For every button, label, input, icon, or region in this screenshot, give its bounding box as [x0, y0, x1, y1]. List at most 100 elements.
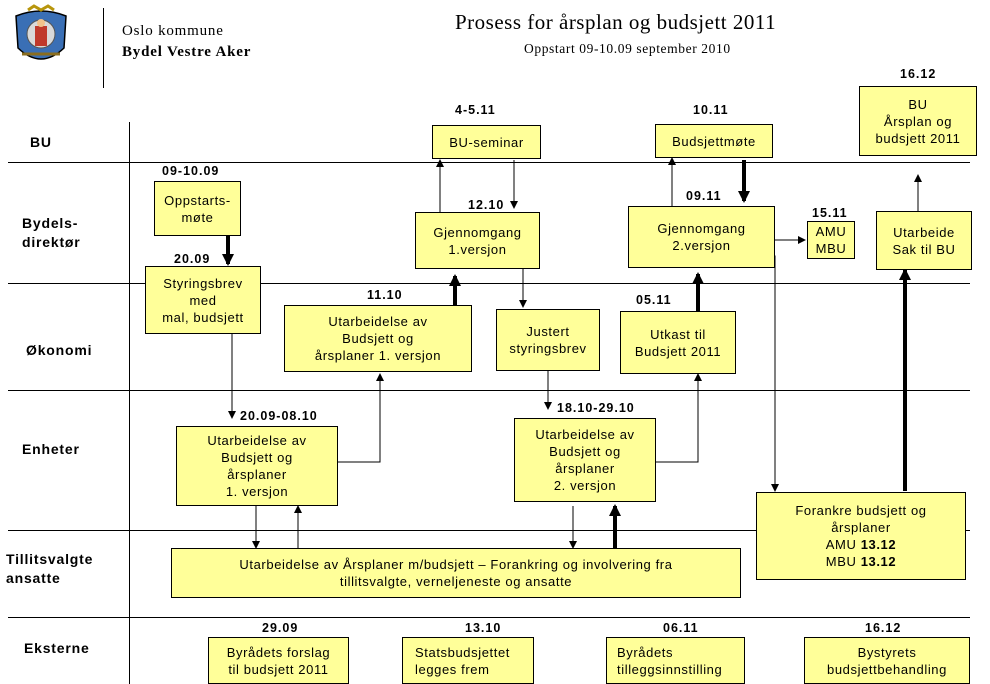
- mbu-date: 13.12: [860, 554, 897, 569]
- lane-eksterne: Eksterne: [24, 640, 90, 656]
- byradet-tillegg-box: Byrådets tilleggsinnstilling: [606, 637, 745, 684]
- box-text: MBU: [815, 241, 847, 256]
- oslo-coat-of-arms-icon: [15, 4, 67, 60]
- box-text: 2. versjon: [553, 478, 617, 493]
- lane-enheter: Enheter: [22, 441, 80, 457]
- bystyret-box: Bystyrets budsjettbehandling: [804, 637, 970, 684]
- lane-divider: [8, 390, 970, 391]
- box-text: AMU 13.12: [826, 536, 896, 553]
- date-label: 18.10-29.10: [557, 401, 635, 415]
- box-text: Bystyrets: [857, 645, 917, 660]
- utkast-budsjett-box: Utkast til Budsjett 2011: [620, 311, 736, 374]
- box-text: Gjennomgang: [657, 221, 746, 236]
- enheter-v1-box: Utarbeidelse av Budsjett og årsplaner 1.…: [176, 426, 338, 506]
- amu-date: 13.12: [860, 537, 897, 552]
- box-text: 1.versjon: [448, 241, 507, 257]
- box-text: årsplaner: [555, 461, 615, 476]
- box-text: Utarbeidelse av Årsplaner m/budsjett – F…: [239, 557, 673, 572]
- box-text: BU: [908, 96, 928, 112]
- page-subtitle: Oppstart 09-10.09 september 2010: [524, 41, 731, 56]
- box-text: Budsjett og: [342, 331, 414, 346]
- box-text: Statsbudsjettet: [415, 645, 510, 660]
- lane-divider: [8, 617, 970, 618]
- date-label: 16.12: [865, 621, 902, 635]
- oppstartsmote-box: Oppstarts- møte: [154, 181, 241, 236]
- justert-styringsbrev-box: Justert styringsbrev: [496, 309, 600, 371]
- box-text: årsplaner 1. versjon: [314, 348, 442, 363]
- date-label: 09-10.09: [162, 164, 220, 178]
- date-label: 12.10: [468, 198, 505, 212]
- date-label: 05.11: [636, 293, 672, 307]
- date-label: 11.10: [367, 288, 403, 302]
- box-text: BU-seminar: [449, 134, 524, 150]
- box-text: Utarbeide: [893, 224, 955, 240]
- date-label: 13.10: [465, 621, 502, 635]
- district-name: Bydel Vestre Aker: [122, 44, 252, 60]
- lane-divider: [8, 162, 970, 163]
- box-text: budsjett 2011: [875, 130, 961, 146]
- utarbeidelse-okonomi-box: Utarbeidelse av Budsjett og årsplaner 1.…: [284, 305, 472, 372]
- box-text: Gjennomgang: [433, 224, 522, 240]
- box-text: Årsplan og: [883, 113, 953, 129]
- box-text: Utarbeidelse av: [207, 433, 307, 448]
- amu-mbu-box: AMU MBU: [807, 221, 855, 259]
- lane-direktor: Bydels- direktør: [22, 214, 81, 252]
- org-name: Oslo kommune: [122, 23, 224, 39]
- box-text: møte: [181, 209, 214, 225]
- date-label: 16.12: [900, 67, 937, 81]
- box-text: mal, budsjett: [162, 309, 244, 325]
- date-label: 20.09-08.10: [240, 409, 318, 423]
- logo: [8, 4, 74, 72]
- gjennomgang2-box: Gjennomgang 2.versjon: [628, 206, 775, 268]
- page-title: Prosess for årsplan og budsjett 2011: [455, 10, 777, 34]
- date-label: 4-5.11: [455, 103, 496, 117]
- box-text: styringsbrev: [509, 341, 587, 356]
- box-text: Sak til BU: [892, 241, 956, 257]
- box-text: 1. versjon: [225, 484, 289, 499]
- box-text: tillitsvalgte, verneljeneste og ansatte: [339, 574, 573, 589]
- date-label: 20.09: [174, 252, 211, 266]
- box-text: Budsjett og: [549, 444, 621, 459]
- statsbudsjett-box: Statsbudsjettet legges frem: [402, 637, 534, 684]
- box-text: årsplaner: [831, 520, 891, 535]
- lane-direktor-line: Bydels-: [22, 215, 79, 231]
- box-text: Justert: [526, 324, 570, 339]
- forankre-box: Forankre budsjett og årsplaner AMU 13.12…: [756, 492, 966, 580]
- box-text: 2.versjon: [672, 238, 731, 253]
- amu-label: AMU: [825, 537, 857, 552]
- date-label: 29.09: [262, 621, 299, 635]
- box-text: Budsjettmøte: [672, 133, 756, 149]
- bu-seminar-box: BU-seminar: [432, 125, 541, 159]
- box-text: Forankre budsjett og: [795, 503, 927, 518]
- box-text: årsplaner: [227, 467, 287, 482]
- styringsbrev-box: Styringsbrev med mal, budsjett: [145, 266, 261, 334]
- box-text: til budsjett 2011: [228, 662, 329, 677]
- tillit-box: Utarbeidelse av Årsplaner m/budsjett – F…: [171, 548, 741, 598]
- box-text: budsjettbehandling: [827, 662, 947, 677]
- lane-divider: [8, 530, 970, 531]
- lane-tillit: Tillitsvalgte ansatte: [6, 550, 93, 588]
- lane-tillit-line: Tillitsvalgte: [6, 551, 94, 567]
- gjennomgang1-box: Gjennomgang 1.versjon: [415, 212, 540, 269]
- box-text: MBU 13.12: [826, 553, 896, 570]
- lane-axis: [129, 122, 130, 684]
- header-divider: [103, 8, 104, 88]
- bu-arsplan-box: BU Årsplan og budsjett 2011: [859, 86, 977, 156]
- box-text: Styringsbrev: [163, 275, 243, 291]
- box-text: Budsjett og: [221, 450, 293, 465]
- box-text: med: [189, 292, 217, 308]
- lane-okonomi: Økonomi: [26, 342, 93, 358]
- box-text: Byrådets: [617, 645, 674, 660]
- lane-direktor-line: direktør: [22, 234, 81, 250]
- box-text: Budsjett 2011: [634, 343, 722, 359]
- box-text: Utarbeidelse av: [535, 427, 635, 442]
- lane-tillit-line: ansatte: [6, 570, 61, 586]
- mbu-label: MBU: [825, 554, 857, 569]
- box-text: tilleggsinnstilling: [617, 662, 723, 677]
- box-text: AMU: [815, 224, 847, 239]
- byradet-forslag-box: Byrådets forslag til budsjett 2011: [208, 637, 349, 684]
- utarbeide-sak-box: Utarbeide Sak til BU: [876, 211, 972, 270]
- box-text: Oppstarts-: [164, 192, 231, 208]
- enheter-v2-box: Utarbeidelse av Budsjett og årsplaner 2.…: [514, 418, 656, 502]
